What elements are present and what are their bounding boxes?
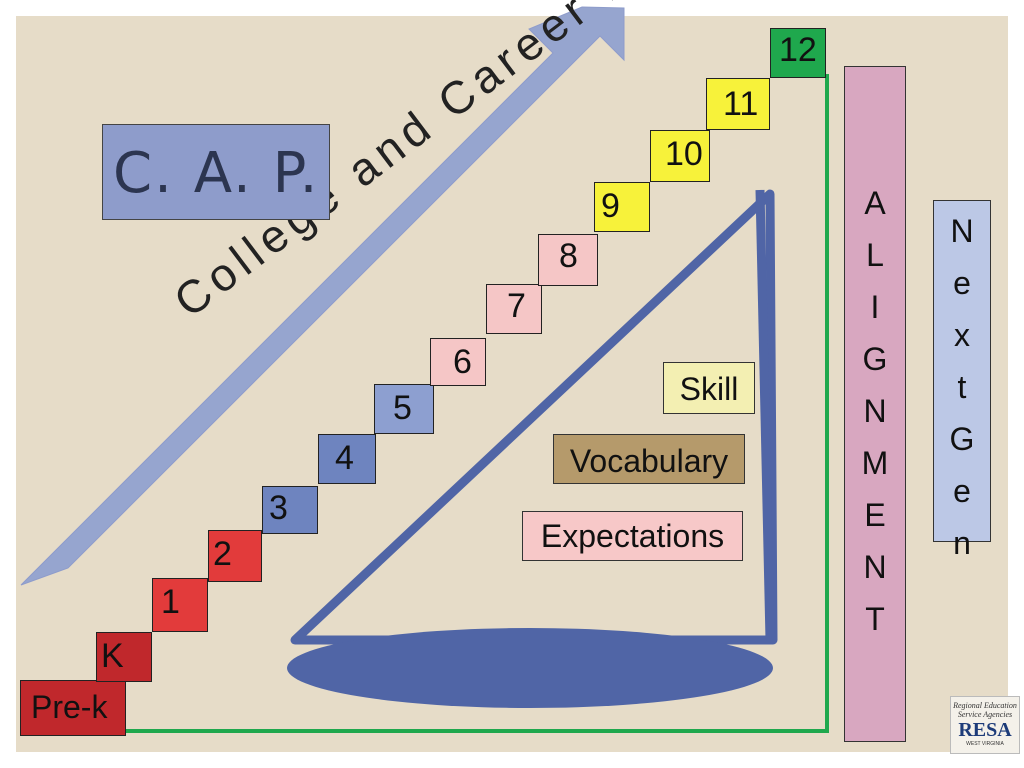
nextgen-letter: x (954, 317, 970, 353)
alignment-letter: G (862, 341, 888, 377)
grade-step-k: K (96, 632, 152, 682)
nextgen-letter: e (953, 473, 971, 509)
grade-step-label: 9 (601, 187, 620, 225)
grade-step-label: Pre-k (31, 689, 108, 725)
alignment-letter: E (864, 497, 886, 533)
nextgen-letter: n (953, 525, 971, 561)
grade-step-pre-k: Pre-k (20, 680, 126, 736)
skill-box: Skill (663, 362, 755, 414)
alignment-letter: N (863, 393, 887, 429)
logo-tagline-1: Regional Education (953, 701, 1017, 710)
grade-step-9: 9 (594, 182, 650, 232)
nextgen-letter: N (950, 213, 974, 249)
slide: College and Career Readiness C. A. P. Pr… (16, 0, 1020, 754)
skill-label: Skill (679, 371, 739, 407)
alignment-letter: A (864, 185, 886, 221)
vocabulary-label: Vocabulary (569, 443, 729, 479)
vocabulary-box: Vocabulary (553, 434, 745, 484)
grade-step-label: 8 (559, 237, 578, 275)
grade-step-label: 6 (453, 343, 472, 381)
grade-step-10: 10 (650, 130, 710, 182)
grade-step-2: 2 (208, 530, 262, 582)
nextgen-letter: G (949, 421, 975, 457)
grade-step-6: 6 (430, 338, 486, 386)
logo-tagline-2: Service Agencies (957, 710, 1013, 719)
nextgen-letter: e (953, 265, 971, 301)
arrow-shape (20, 6, 625, 586)
grade-step-label: 4 (335, 439, 354, 477)
grade-step-label: 12 (779, 31, 817, 69)
grade-step-4: 4 (318, 434, 376, 484)
grade-step-3: 3 (262, 486, 318, 534)
grade-step-label: 11 (723, 85, 759, 123)
grade-step-label: 1 (161, 583, 180, 621)
grade-step-label: 5 (393, 389, 412, 427)
alignment-letter: N (863, 549, 887, 585)
grade-step-5: 5 (374, 384, 434, 434)
alignment-letter: T (865, 601, 885, 637)
expectations-box: Expectations (522, 511, 743, 561)
grade-step-label: 10 (665, 135, 703, 173)
page-title: C. A. P. (113, 141, 320, 206)
resa-logo: Regional Education Service Agencies RESA… (950, 696, 1020, 754)
logo-name: RESA (958, 719, 1012, 741)
expectations-label: Expectations (540, 518, 725, 554)
grade-step-label: 2 (213, 535, 232, 573)
nextgen-letter: t (957, 369, 967, 405)
grade-step-8: 8 (538, 234, 598, 286)
grade-step-label: 7 (507, 287, 526, 325)
alignment-letter: L (866, 237, 884, 273)
grade-step-11: 11 (706, 78, 770, 130)
cap-title-box: C. A. P. (102, 124, 330, 220)
grade-step-12: 12 (770, 28, 826, 78)
alignment-letter: I (870, 289, 880, 325)
alignment-letter: M (861, 445, 889, 481)
grade-step-1: 1 (152, 578, 208, 632)
logo-state: WEST VIRGINIA (966, 741, 1004, 747)
grade-step-7: 7 (486, 284, 542, 334)
grade-step-label: 3 (269, 489, 288, 527)
grade-step-label: K (101, 637, 124, 675)
cone-base (287, 628, 773, 708)
